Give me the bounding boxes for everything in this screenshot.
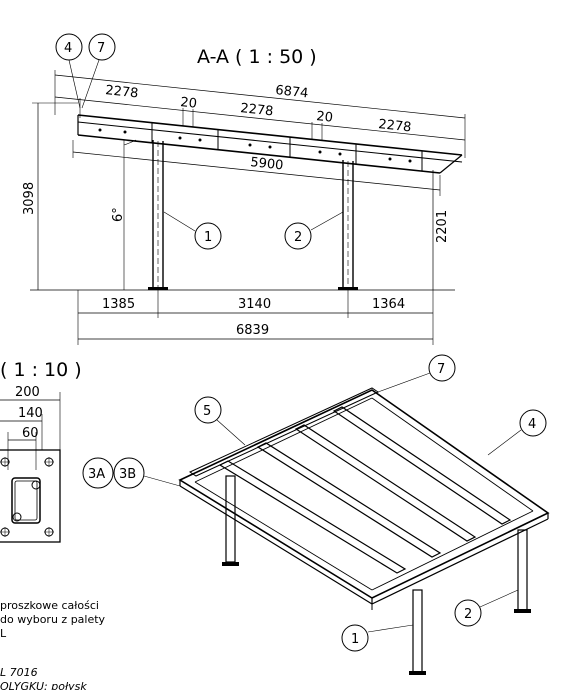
post-right [338,160,358,290]
note-line-5: OLYGKU: połysk [0,680,87,690]
height-right-dimension: 2201 [432,170,450,290]
iso-balloon-5: 5 [203,404,211,419]
isometric-view: 7 5 4 3A 3B 2 1 [82,354,550,675]
section-view: A-A ( 1 : 50 ) [22,33,466,345]
dim-height-right: 2201 [435,210,450,243]
iso-balloon-7: 7 [437,362,445,377]
dim-bottom-right: 1364 [372,297,405,312]
post-left [148,140,168,290]
dim-plate-200: 200 [15,385,40,400]
dim-gap2: 20 [316,109,334,126]
height-left-dimension: 3098 [22,102,78,290]
dim-seg2: 2278 [240,101,274,119]
iso-balloon-4: 4 [528,417,536,432]
balloon-7: 7 [97,41,105,56]
dim-height-left: 3098 [22,182,37,215]
detail-title: ( 1 : 10 ) [0,359,82,381]
balloon-4: 4 [64,41,72,56]
balloon-2: 2 [294,230,302,245]
dim-bottom-overall: 6839 [236,323,269,338]
iso-posts [222,475,531,675]
post-section [11,477,41,524]
iso-balloons: 7 5 4 3A 3B 2 1 [82,354,547,652]
notes: proszkowe całości do wyboru z palety L L… [0,599,106,690]
dim-seg3: 2278 [378,117,412,135]
balloon-1: 1 [204,230,212,245]
iso-balloon-1: 1 [351,632,359,647]
dim-overall-top: 6874 [275,83,309,101]
note-line-2: do wyboru z palety [0,613,106,626]
note-line-4: L 7016 [0,666,38,679]
iso-balloon-3a: 3A [88,467,105,482]
dim-plate-60: 60 [22,426,39,441]
base-plate [0,449,61,543]
dim-bottom-left: 1385 [102,297,135,312]
top-dimensions: 6874 2278 20 2278 20 2278 [54,70,466,158]
plate-holes [0,457,54,537]
angle-indicator: 6° [111,139,137,290]
iso-crossbeams [218,406,512,574]
iso-frame [178,389,550,605]
dim-inner-span: 5900 [250,155,284,173]
dim-gap1: 20 [180,95,198,112]
dim-plate-140: 140 [18,406,43,421]
roof-beam [77,114,463,174]
section-balloons: 4 7 1 2 [55,33,344,250]
dim-bottom-mid: 3140 [238,297,271,312]
detail-view: ( 1 : 10 ) 200 140 60 [0,359,82,543]
bottom-dimensions: 1385 3140 1364 6839 [77,290,434,345]
note-line-3: L [0,627,7,640]
inner-span-dimension: 5900 [72,140,441,196]
section-title: A-A ( 1 : 50 ) [197,46,317,68]
iso-balloon-3b: 3B [119,467,136,482]
dim-seg1: 2278 [105,83,139,101]
iso-balloon-2: 2 [464,607,472,622]
dim-angle: 6° [111,207,126,222]
note-line-1: proszkowe całości [0,599,99,612]
